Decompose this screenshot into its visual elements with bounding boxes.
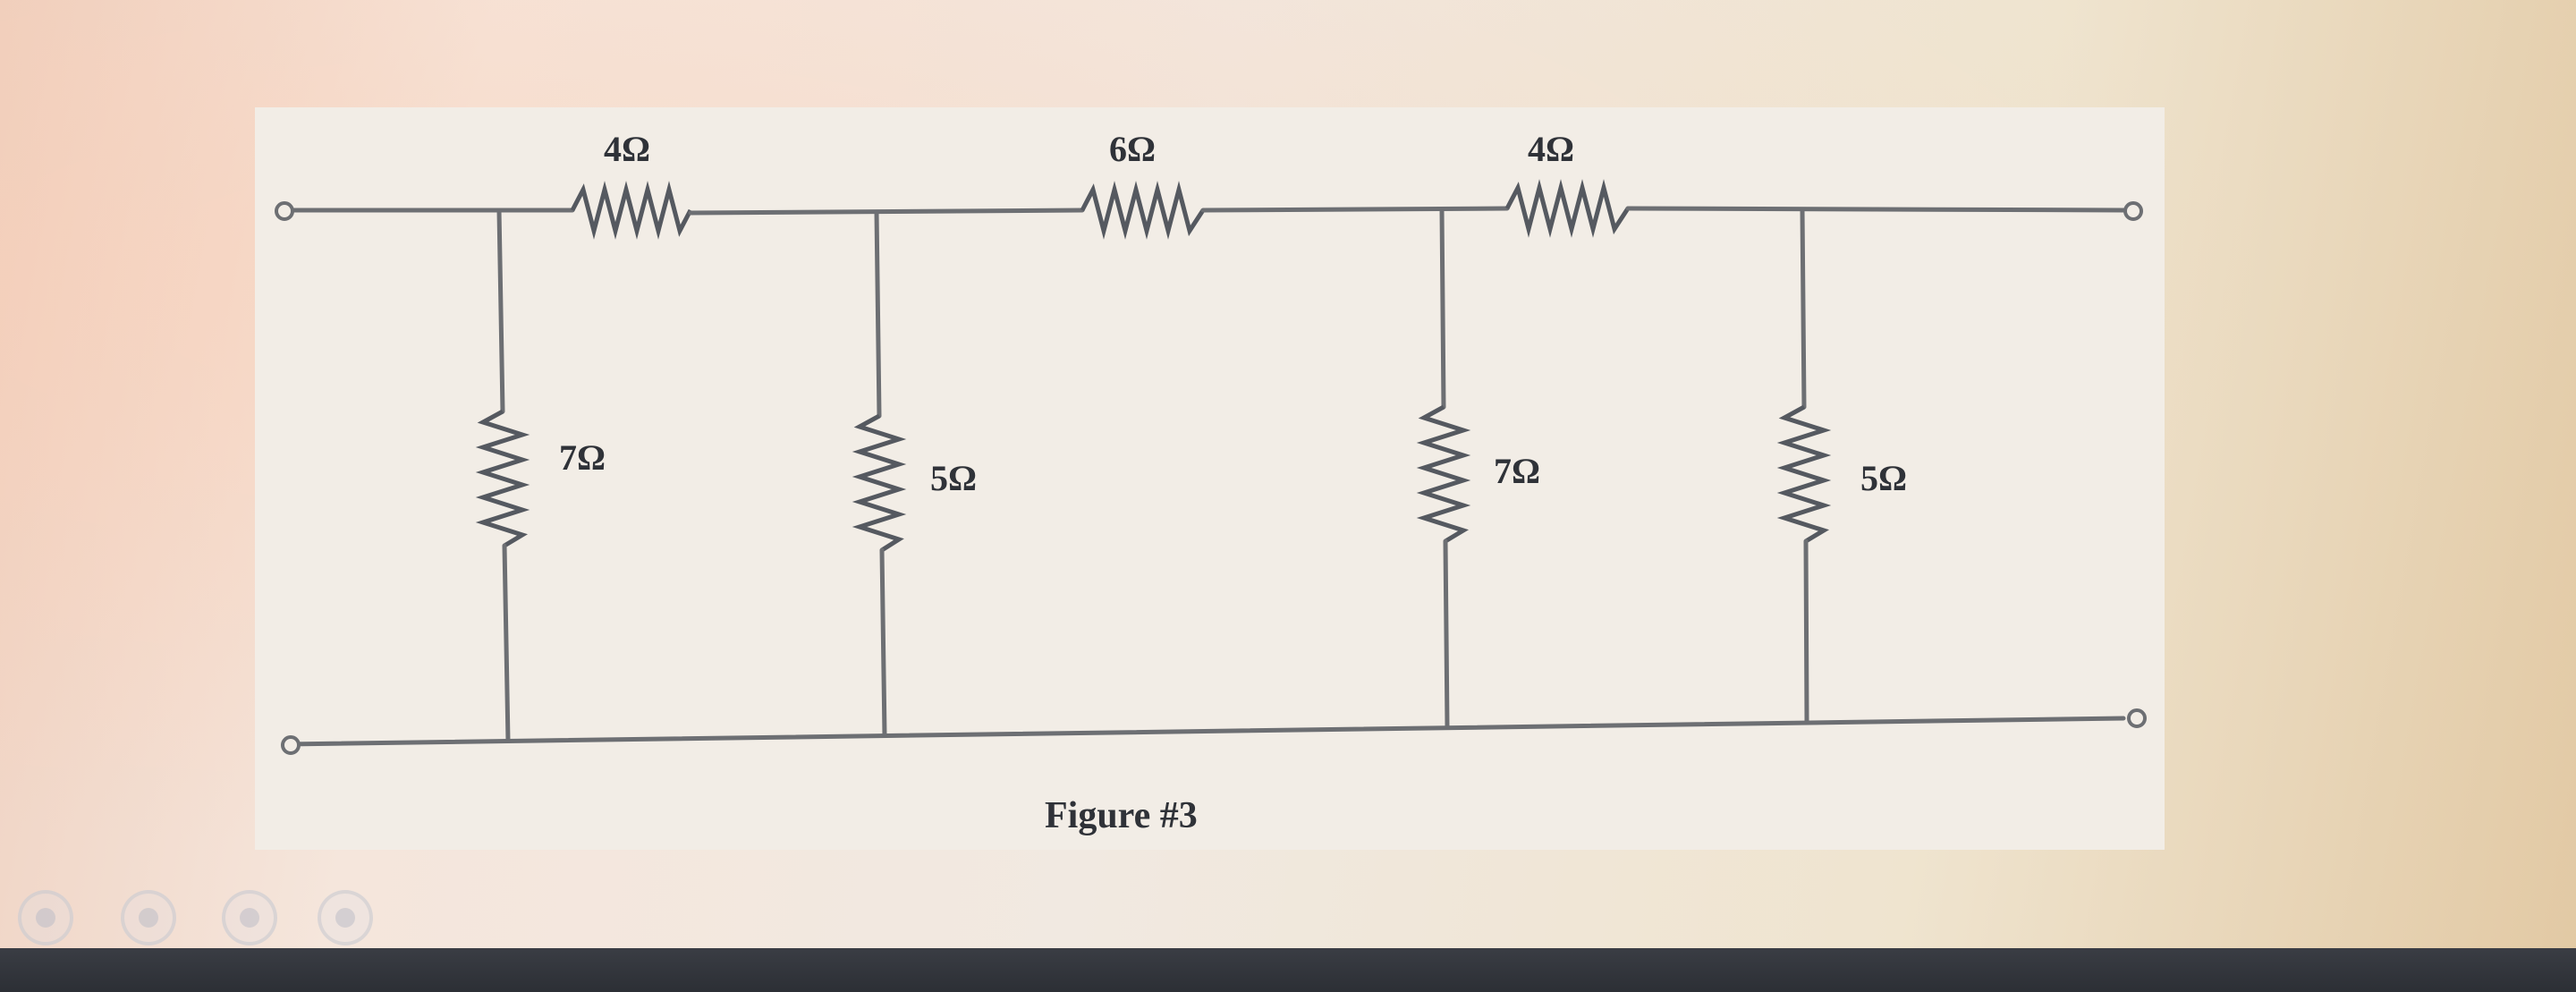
terminal-top-right bbox=[2123, 201, 2143, 221]
top-wire-mid-1 bbox=[688, 208, 1085, 216]
bottom-wire bbox=[284, 716, 2126, 747]
figure-caption: Figure #3 bbox=[1045, 795, 1198, 836]
resistor-shunt-4 bbox=[1776, 404, 1832, 544]
label-shunt-1: 7Ω bbox=[559, 437, 606, 478]
top-wire-right bbox=[1625, 206, 2126, 213]
shunt-2-upper-wire bbox=[874, 209, 882, 419]
resistor-top-3 bbox=[1504, 179, 1631, 238]
figure-panel bbox=[255, 107, 2165, 850]
camera-icon[interactable] bbox=[121, 890, 176, 945]
stop-icon[interactable] bbox=[222, 890, 277, 945]
top-wire-mid-2 bbox=[1200, 206, 1510, 213]
label-shunt-2: 5Ω bbox=[930, 458, 977, 498]
shunt-4-upper-wire bbox=[1800, 207, 1807, 410]
mic-icon[interactable] bbox=[318, 890, 373, 945]
resistor-shunt-3 bbox=[1416, 404, 1471, 544]
record-icon[interactable] bbox=[18, 890, 73, 945]
resistor-shunt-2 bbox=[852, 413, 907, 553]
label-top-2: 6Ω bbox=[1109, 129, 1156, 169]
terminal-bottom-right bbox=[2127, 708, 2147, 728]
label-top-1: 4Ω bbox=[604, 129, 650, 169]
label-shunt-3: 7Ω bbox=[1494, 451, 1540, 491]
resistor-top-2 bbox=[1080, 181, 1206, 240]
terminal-top-left bbox=[275, 201, 294, 221]
shunt-3-upper-wire bbox=[1439, 207, 1446, 410]
terminal-bottom-left bbox=[281, 735, 301, 755]
shunt-4-lower-wire bbox=[1803, 538, 1809, 724]
shunt-1-upper-wire bbox=[496, 208, 505, 414]
resistor-top-1 bbox=[570, 181, 693, 240]
label-top-3: 4Ω bbox=[1528, 129, 1574, 169]
monitor-bezel bbox=[0, 948, 2576, 992]
shunt-2-lower-wire bbox=[879, 547, 887, 738]
label-shunt-4: 5Ω bbox=[1860, 458, 1907, 498]
resistor-shunt-1 bbox=[475, 409, 530, 548]
shunt-3-lower-wire bbox=[1443, 538, 1450, 729]
shunt-1-lower-wire bbox=[502, 543, 511, 743]
